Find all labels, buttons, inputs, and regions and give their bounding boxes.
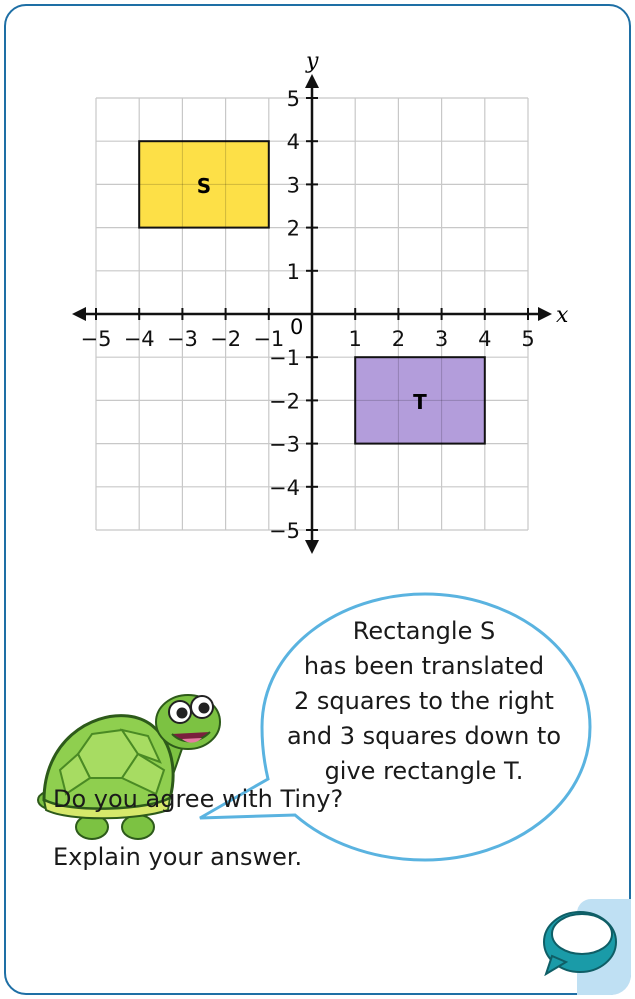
x-tick-label: −2 [210, 327, 241, 351]
bubble-line: has been translated [303, 652, 545, 680]
y-tick-label: −2 [269, 389, 300, 413]
coordinate-grid: S T −5 −4 −3 −2 −1 1 2 3 4 5 5 4 3 2 1 −1 −2 −3 −4 −5 0 x y [72, 49, 569, 554]
y-tick-label: 5 [287, 87, 300, 111]
tortoise-mascot-icon [37, 694, 221, 840]
y-tick-label: 3 [287, 173, 300, 197]
y-tick-label: −1 [269, 346, 300, 370]
bubble-line: and 3 squares down to [286, 722, 562, 750]
origin-label: 0 [290, 315, 303, 339]
y-tick-label: 4 [287, 130, 300, 154]
x-tick-label: 3 [435, 327, 448, 351]
speech-bubble-icon [543, 911, 617, 976]
x-tick-label: 1 [349, 327, 362, 351]
y-tick-label: 1 [287, 260, 300, 284]
bubble-line: Rectangle S [352, 617, 496, 645]
x-tick-label: 2 [392, 327, 405, 351]
rectangle-inner-gridlines [139, 141, 485, 444]
bubble-line: give rectangle T. [324, 757, 524, 785]
x-tick-label: −4 [124, 327, 155, 351]
x-tick-label: −1 [253, 327, 284, 351]
x-tick-label: −5 [81, 327, 112, 351]
y-tick-label: 2 [287, 217, 300, 241]
y-axis-arrow-up [305, 74, 319, 88]
rectangle-s [138, 140, 270, 229]
y-tick-label: −5 [269, 519, 300, 543]
y-axis-arrow-down [305, 540, 319, 554]
speech-bubble-text: Rectangle S has been translated 2 square… [262, 614, 586, 789]
rectangle-t-label: T [413, 390, 427, 414]
question-agree: Do you agree with Tiny? [53, 785, 344, 813]
rectangle-s-label: S [197, 174, 211, 198]
y-axis-label: y [305, 49, 319, 74]
x-tick-label: 4 [478, 327, 491, 351]
task-card [4, 4, 631, 995]
bubble-line: 2 squares to the right [294, 687, 554, 715]
tick-labels: −5 −4 −3 −2 −1 1 2 3 4 5 5 4 3 2 1 −1 −2 −3 −4 −5 [81, 87, 535, 543]
y-tick-label: −3 [269, 433, 300, 457]
x-axis-arrow-right [538, 307, 552, 321]
x-tick-label: 5 [521, 327, 534, 351]
x-axis-label: x [556, 303, 569, 328]
x-tick-label: −3 [167, 327, 198, 351]
x-axis-arrow-left [72, 307, 86, 321]
rectangle-t [354, 356, 486, 445]
question-explain: Explain your answer. [53, 843, 303, 871]
axes [72, 74, 552, 554]
y-tick-label: −4 [269, 476, 300, 500]
